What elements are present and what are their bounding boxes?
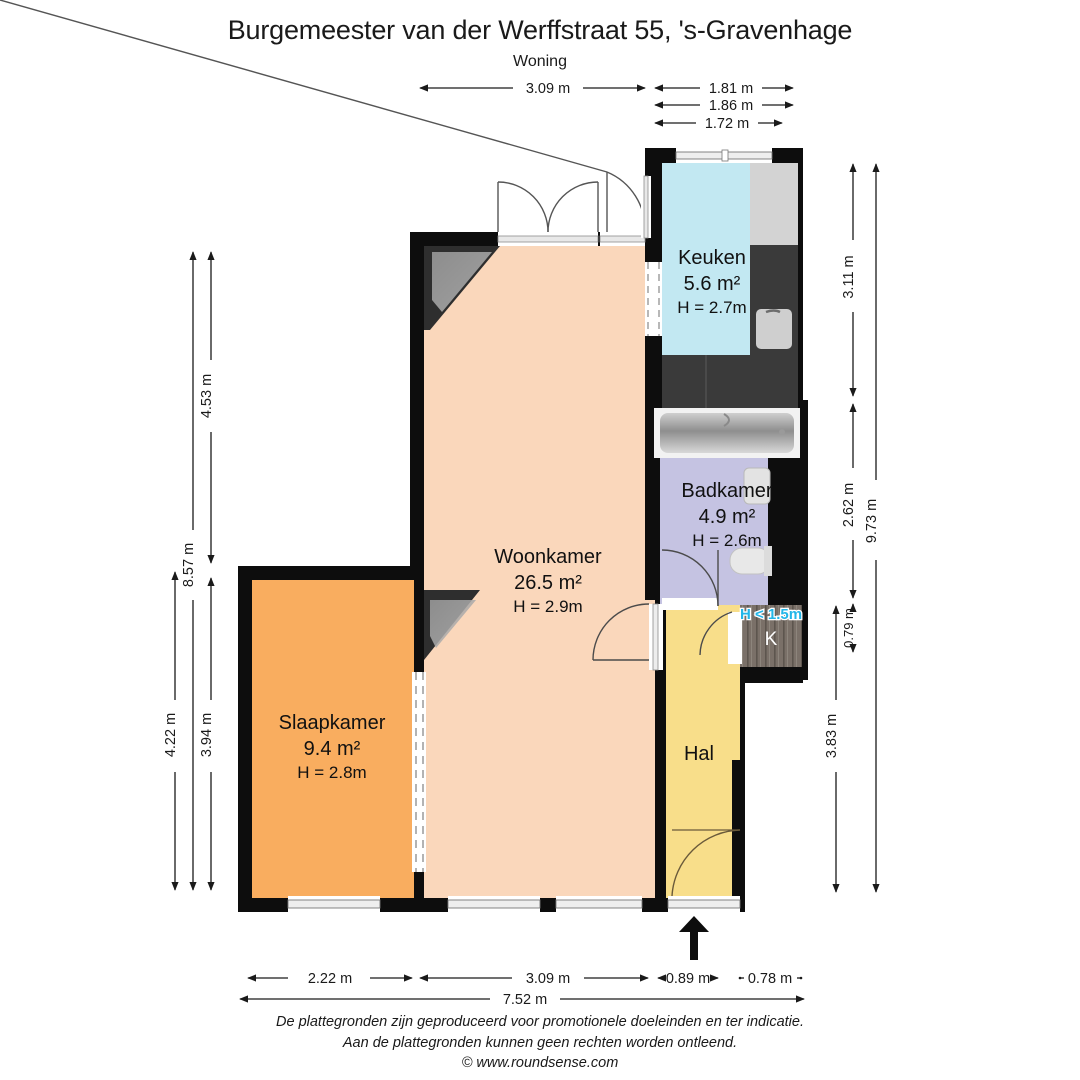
page-subtitle: Woning xyxy=(513,53,567,71)
plan-header: Burgemeester van der Werffstraat 55, 's-… xyxy=(0,0,1080,72)
room-hal-fill xyxy=(666,605,740,898)
entrance-arrow-icon xyxy=(679,916,709,960)
dimensions-right xyxy=(832,163,880,893)
room-label-woonkamer: Woonkamer 26.5 m² H = 2.9m xyxy=(494,546,602,616)
bathtub-icon xyxy=(660,413,794,453)
dim-right-5: 9.73 m xyxy=(864,499,880,543)
woonkamer-height: H = 2.9m xyxy=(513,597,582,616)
dim-right-1: 3.11 m xyxy=(841,255,857,298)
page-title: Burgemeester van der Werffstraat 55, 's-… xyxy=(227,15,853,45)
badkamer-height: H = 2.6m xyxy=(692,531,761,550)
dimensions-bottom xyxy=(239,974,805,1003)
counter-right xyxy=(750,245,798,303)
dim-bottom-2: 3.09 m xyxy=(526,971,570,987)
footer-line-1: De plattegronden zijn geproduceerd voor … xyxy=(276,1014,804,1030)
room-label-hal: Hal xyxy=(684,743,714,765)
woonkamer-name: Woonkamer xyxy=(494,546,602,568)
slaapkamer-area: 9.4 m² xyxy=(304,738,361,760)
slaapkamer-height: H = 2.8m xyxy=(297,763,366,782)
openings-group xyxy=(0,0,773,909)
dimensions-top-labels: 3.09 m 1.81 m 1.86 m 1.72 m xyxy=(526,81,753,132)
dim-top-4: 1.72 m xyxy=(705,116,749,132)
woonkamer-area: 26.5 m² xyxy=(514,572,582,594)
dimensions-right-labels: 3.11 m 2.62 m 0.79 m 3.83 m 9.73 m xyxy=(824,255,880,758)
dim-left-3: 4.53 m xyxy=(199,374,215,418)
room-slaapkamer-fill xyxy=(252,580,414,898)
dim-top-1: 3.09 m xyxy=(526,81,570,97)
dim-left-4: 3.94 m xyxy=(199,713,215,757)
bathtub-group xyxy=(654,408,800,458)
closet-label: K xyxy=(765,629,778,650)
dimensions-bottom-labels: 2.22 m 3.09 m 0.89 m 0.78 m 7.52 m xyxy=(308,971,792,1008)
keuken-area: 5.6 m² xyxy=(684,273,741,295)
kitchen-fixtures xyxy=(662,163,798,408)
dim-bottom-4: 0.78 m xyxy=(748,971,792,987)
dim-top-3: 1.86 m xyxy=(709,98,753,114)
dim-left-2: 8.57 m xyxy=(181,543,197,587)
closet-k xyxy=(740,605,802,667)
footer-line-3: © www.roundsense.com xyxy=(461,1055,619,1072)
dim-left-1: 4.22 m xyxy=(163,713,179,757)
dim-bottom-total: 7.52 m xyxy=(503,992,547,1008)
dim-bottom-3: 0.89 m xyxy=(666,971,710,987)
sink-basin-icon xyxy=(756,309,792,349)
dim-bottom-1: 2.22 m xyxy=(308,971,352,987)
slaapkamer-name: Slaapkamer xyxy=(279,712,386,734)
fridge-icon xyxy=(750,163,798,245)
room-woonkamer-fill xyxy=(424,246,655,898)
keuken-name: Keuken xyxy=(678,247,746,269)
washbasin-icon xyxy=(743,467,771,505)
room-label-keuken: Keuken 5.6 m² H = 2.7m xyxy=(677,247,746,317)
room-label-badkamer: Badkamer 4.9 m² H = 2.6m xyxy=(681,480,772,550)
dim-right-4: 3.83 m xyxy=(824,714,840,758)
room-label-slaapkamer: Slaapkamer 9.4 m² H = 2.8m xyxy=(279,712,386,782)
badkamer-area: 4.9 m² xyxy=(699,506,756,528)
bathroom-fixtures xyxy=(729,467,772,576)
staircase-group xyxy=(424,246,500,660)
dim-right-3: 0.79 m xyxy=(841,608,856,648)
dim-right-2: 2.62 m xyxy=(841,483,857,527)
dim-top-2: 1.81 m xyxy=(709,81,753,97)
badkamer-name: Badkamer xyxy=(681,480,772,502)
keuken-height: H = 2.7m xyxy=(677,298,746,317)
hal-name: Hal xyxy=(684,743,714,765)
plan-footer: De plattegronden zijn geproduceerd voor … xyxy=(0,1012,1080,1074)
dimensions-left xyxy=(171,251,215,891)
dimensions-left-labels: 4.22 m 8.57 m 4.53 m 3.94 m xyxy=(163,374,215,757)
low-height-note: H < 1.5m xyxy=(740,606,802,623)
dimensions-top xyxy=(419,84,794,127)
counter-right-lower xyxy=(750,355,798,408)
footer-line-2: Aan de plattegronden kunnen geen rechten… xyxy=(342,1034,738,1051)
